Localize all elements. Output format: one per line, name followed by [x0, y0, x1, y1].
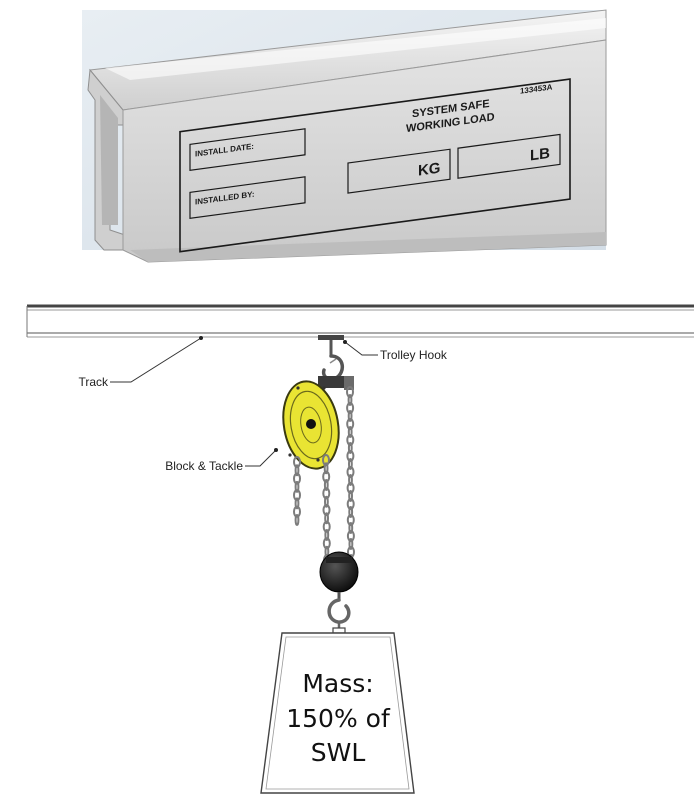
- lower-pulley: [319, 551, 359, 600]
- lb-unit: LB: [530, 145, 550, 165]
- chain-link: [324, 512, 330, 525]
- chain-link: [346, 530, 355, 542]
- callout-trolley-hook: Trolley Hook: [343, 340, 448, 362]
- callout-trolley-hook-label: Trolley Hook: [380, 348, 448, 362]
- chain-link: [293, 505, 301, 518]
- kg-unit: KG: [418, 160, 440, 180]
- chain-link: [348, 522, 354, 534]
- tackle-axle: [306, 419, 316, 429]
- block-and-tackle: [282, 376, 354, 470]
- chain-link: [348, 506, 354, 518]
- chain-link: [347, 394, 353, 406]
- chain-link: [347, 410, 353, 422]
- chain-link: [324, 529, 330, 541]
- callout-track: Track: [78, 336, 203, 389]
- rail-bottom-lip: [130, 232, 606, 262]
- chain-link: [348, 538, 354, 550]
- chain-link: [293, 489, 301, 502]
- callout-track-label: Track: [78, 375, 109, 389]
- callout-block-tackle: Block & Tackle: [165, 448, 278, 473]
- chain-link: [348, 490, 354, 502]
- rail-top-ridge: [105, 18, 606, 80]
- lb-box: [457, 133, 561, 179]
- lower-hook: [327, 598, 351, 632]
- chain-link: [346, 482, 355, 494]
- chain-link: [294, 480, 300, 493]
- hand-chain-left: [293, 456, 301, 526]
- chain-link: [294, 497, 300, 510]
- installed-by-box: [189, 176, 306, 220]
- chain-link: [294, 464, 300, 477]
- part-number: 133453A: [520, 82, 553, 95]
- rail-end-inner: [100, 95, 118, 225]
- chain-link: [347, 426, 353, 438]
- test-mass: Mass: 150% of SWL: [260, 627, 415, 794]
- trolley-hook: [318, 335, 344, 382]
- chains: [293, 386, 355, 566]
- chain-link: [293, 456, 301, 468]
- chain-link: [346, 386, 354, 398]
- chain-link: [346, 418, 355, 430]
- chain-link: [346, 450, 355, 462]
- lifting-chain-right: [346, 386, 355, 566]
- plate-border: [179, 78, 571, 253]
- chain-link: [294, 514, 300, 526]
- chain-link: [346, 402, 355, 414]
- chain-link: [346, 498, 355, 510]
- chain-link: [347, 442, 353, 454]
- callout-block-tackle-label: Block & Tackle: [165, 459, 243, 473]
- mass-label-line3: SWL: [311, 738, 366, 767]
- lifting-chain-middle: [322, 454, 331, 566]
- kg-box: [347, 148, 451, 194]
- chain-link: [323, 462, 329, 475]
- chain-link: [346, 514, 355, 526]
- chain-link: [346, 434, 355, 446]
- mass-label-line1: Mass:: [302, 669, 373, 698]
- chain-link: [346, 466, 355, 478]
- mass-label-line2: 150% of: [286, 704, 391, 733]
- chain-link: [323, 479, 329, 491]
- install-date-box: [189, 128, 306, 172]
- chain-link: [348, 458, 353, 470]
- mass-outline: [260, 632, 415, 794]
- track: [26, 304, 694, 338]
- chain-link: [293, 472, 301, 485]
- rail-photo: INSTALL DATE: INSTALLED BY: SYSTEM SAFE …: [82, 9, 607, 263]
- chain-link: [324, 495, 329, 508]
- chain-link: [348, 474, 353, 486]
